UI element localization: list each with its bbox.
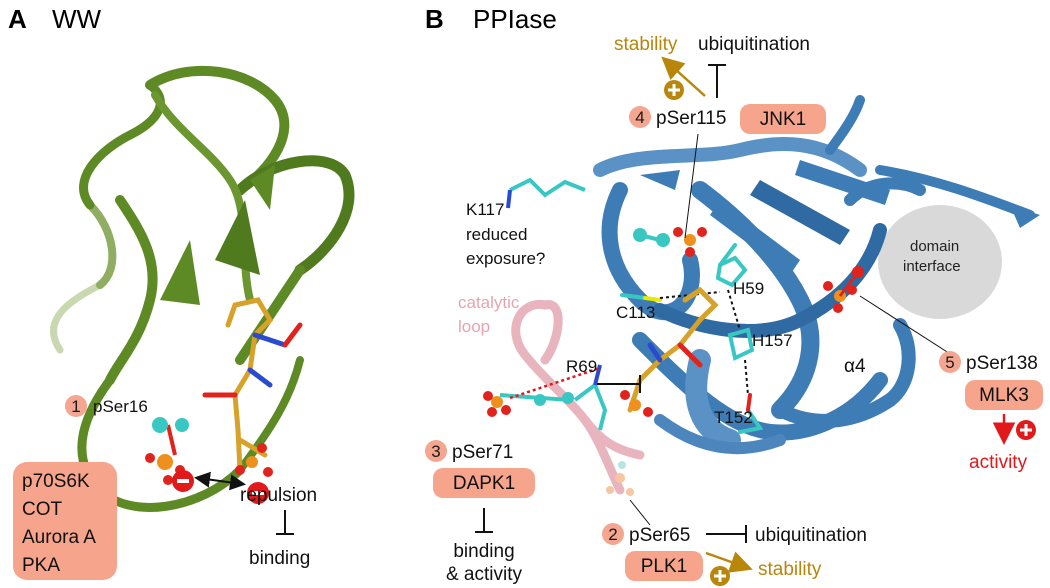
site4-kinase-box [740, 104, 826, 134]
site2-stability-label: stability [758, 559, 822, 580]
site2-stability-arrow [705, 551, 753, 573]
site4-stability-arrow [661, 56, 706, 97]
pser138-atoms [823, 266, 864, 313]
site4-ubiquitination-label: ubiquitination [698, 34, 810, 55]
ww-kinase-box [13, 462, 117, 580]
site3-effect-line2: & activity [446, 564, 523, 585]
ww-phospho-1 [235, 443, 273, 477]
residue-t152: T152 [714, 408, 753, 427]
binding-label: binding [249, 548, 310, 569]
site2-badge: 2 [602, 523, 624, 545]
catalytic-loop-label-line2: loop [458, 317, 490, 336]
residue-h59: H59 [733, 279, 764, 298]
site4-plus-icon [664, 80, 684, 100]
pser65-atoms [606, 461, 634, 496]
kinase-pka: PKA [22, 555, 60, 576]
k117-label-line3: exposure? [466, 249, 545, 268]
negative-charge-right [247, 482, 269, 504]
negative-charge-left [172, 470, 194, 492]
site1-badge: 1 [65, 395, 87, 417]
panel-b-letter: B [425, 4, 444, 34]
site1-label: pSer16 [93, 397, 148, 416]
site3-effect-line1: binding [453, 541, 514, 562]
site2-plus-icon [710, 566, 730, 586]
kinase-cot: COT [22, 499, 63, 520]
site5-label: pSer138 [966, 353, 1038, 374]
ppiase-strands [640, 160, 1040, 275]
pser115-atoms [633, 227, 707, 257]
kinase-aurora-a: Aurora A [22, 527, 96, 548]
site2-ubiquitination-label: ubiquitination [755, 525, 867, 546]
site4-badge: 4 [629, 106, 651, 128]
repulsion-double-arrow [194, 471, 246, 491]
residue-c113: C113 [616, 303, 655, 322]
catalytic-loop-ribbon [511, 300, 645, 495]
site2-number: 2 [608, 525, 617, 544]
site5-number: 5 [945, 353, 954, 372]
site4-label: pSer115 [656, 108, 726, 129]
helix-alpha4-label: α4 [844, 356, 866, 377]
site5-kinase-box [965, 380, 1043, 410]
panel-b: B PPIase [425, 4, 1043, 586]
r69-salt-bridge [509, 366, 601, 400]
site5-plus-icon [1016, 420, 1036, 440]
site5-activity-label: activity [969, 452, 1028, 473]
residue-h157: H157 [752, 331, 793, 350]
ppiase-ligand-phosphate [620, 390, 653, 417]
catalytic-loop-label-line1: catalytic [458, 293, 520, 312]
ppiase-ligand [627, 286, 719, 413]
site3-kinase: DAPK1 [453, 473, 515, 494]
k117-sidechain [509, 177, 586, 198]
site2-pointer [629, 499, 651, 526]
site3-badge: 3 [425, 440, 447, 462]
site4-number: 4 [635, 108, 644, 127]
hbond-h59-h157 [727, 289, 741, 331]
kinase-p70s6k: p70S6K [22, 471, 90, 492]
k117-label-line1: K117 [466, 200, 504, 219]
panel-a-letter: A [8, 4, 27, 34]
ww-ligand-sticks [202, 297, 303, 473]
site4-pointer [684, 133, 699, 239]
site5-badge: 5 [939, 351, 961, 373]
domain-interface-region [878, 205, 1002, 319]
ww-pser16-atoms [145, 417, 189, 485]
site5-pointer [859, 295, 956, 358]
site2-label: pSer65 [629, 525, 690, 546]
panel-a-title: WW [52, 4, 102, 34]
site3-number: 3 [431, 442, 440, 461]
residue-r69: R69 [566, 357, 597, 376]
active-site-sidechains [620, 243, 764, 434]
site3-kinase-box [433, 468, 535, 498]
site2-kinase: PLK1 [641, 556, 687, 577]
site4-stability-label: stability [614, 34, 678, 55]
panel-a: A WW [8, 4, 355, 580]
domain-interface-label-line1: domain [910, 238, 959, 255]
pser71-atoms [483, 364, 608, 431]
k117-label-line2: reduced [466, 225, 527, 244]
ww-domain-ribbon [50, 65, 355, 512]
site5-kinase: MLK3 [979, 385, 1029, 406]
site4-kinase: JNK1 [760, 109, 806, 130]
hbond-h157-t152 [744, 359, 749, 396]
panel-b-title: PPIase [473, 4, 557, 34]
k117-nz [506, 189, 512, 209]
site2-kinase-box [625, 551, 703, 581]
domain-interface-label-line2: interface [903, 258, 961, 275]
repulsion-label: repulsion [240, 485, 317, 506]
site3-label: pSer71 [452, 442, 513, 463]
site1-number: 1 [71, 397, 80, 416]
